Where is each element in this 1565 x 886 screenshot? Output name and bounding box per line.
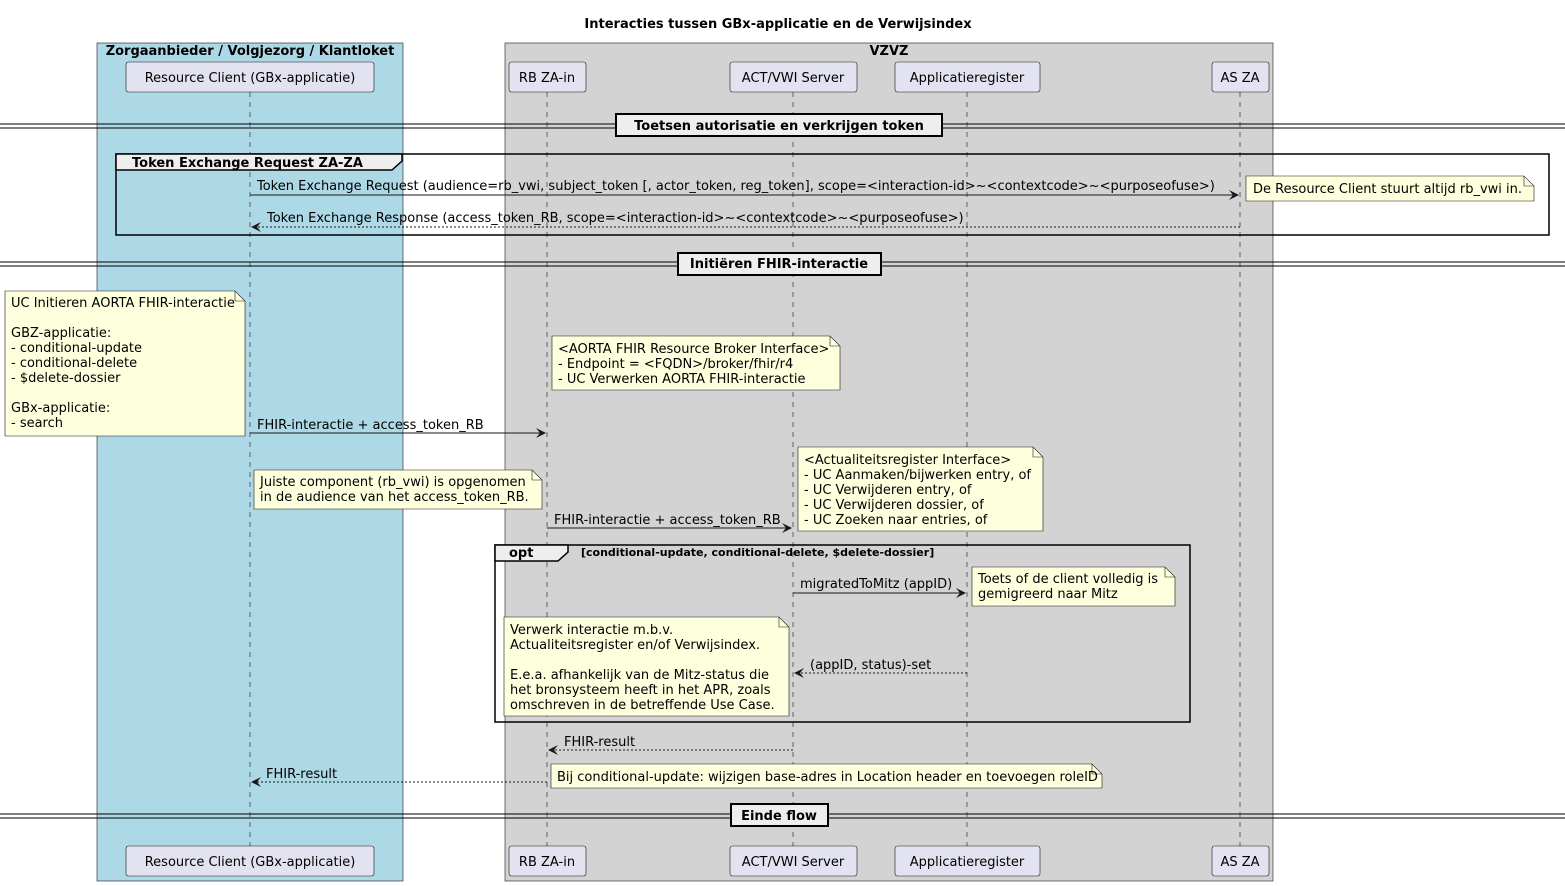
note-line: Bij conditional-update: wijzigen base-ad…: [557, 770, 1098, 785]
group-token-exchange: Token Exchange Request ZA-ZA: [115, 153, 1550, 236]
participant-resource-client-top: Resource Client (GBx-applicatie): [125, 61, 375, 93]
svg-text:ACT/VWI Server: ACT/VWI Server: [742, 71, 845, 86]
participant-rb-za-in-top: RB ZA-in: [508, 61, 587, 93]
participant-rb-za-in-bottom: RB ZA-in: [508, 845, 587, 877]
participant-as-za-bottom: AS ZA: [1211, 845, 1270, 877]
svg-text:Token Exchange Response (acces: Token Exchange Response (access_token_RB…: [266, 211, 964, 226]
note-line: - conditional-delete: [11, 356, 137, 371]
svg-text:Token Exchange Request ZA-ZA: Token Exchange Request ZA-ZA: [132, 156, 363, 171]
note-line: Toets of de client volledig is: [977, 572, 1158, 587]
note-line: - UC Zoeken naar entries, of: [804, 513, 988, 528]
svg-text:ACT/VWI Server: ACT/VWI Server: [742, 855, 845, 870]
note-line: - UC Verwijderen dossier, of: [804, 498, 984, 513]
message-fhir-result-2: FHIR-result: [251, 767, 547, 787]
participant-app-reg-top: Applicatieregister: [894, 61, 1041, 93]
svg-text:migratedToMitz (appID): migratedToMitz (appID): [800, 577, 952, 592]
note-line: omschreven in de betreffende Use Case.: [510, 698, 775, 713]
svg-text:Resource Client (GBx-applicati: Resource Client (GBx-applicatie): [145, 71, 356, 86]
svg-text:Resource Client (GBx-applicati: Resource Client (GBx-applicatie): [145, 855, 356, 870]
note-line: - $delete-dossier: [11, 371, 121, 386]
note-line: E.e.a. afhankelijk van de Mitz-status di…: [510, 668, 769, 683]
note-line: - UC Verwerken AORTA FHIR-interactie: [558, 372, 806, 387]
divider-initieren-fhir: Initiëren FHIR-interactie: [0, 252, 1565, 276]
svg-text:FHIR-interactie + access_token: FHIR-interactie + access_token_RB: [554, 513, 781, 528]
message-fhir-result-1: FHIR-result: [548, 735, 793, 755]
svg-text:opt: opt: [509, 546, 533, 561]
note-verwerk: Verwerk interactie m.b.v.Actualiteitsreg…: [503, 616, 790, 717]
svg-text:<Actualiteitsregister Interfac: <Actualiteitsregister Interface>- UC Aan…: [804, 453, 1031, 528]
svg-text:Token Exchange Request (audien: Token Exchange Request (audience=rb_vwi,…: [256, 179, 1215, 194]
svg-text:UC Initieren AORTA FHIR-intera: UC Initieren AORTA FHIR-interactieGBZ-ap…: [11, 296, 235, 431]
svg-text:AS ZA: AS ZA: [1220, 71, 1259, 86]
svg-text:Applicatieregister: Applicatieregister: [910, 71, 1025, 86]
note-line: - Endpoint = <FQDN>/broker/fhir/r4: [558, 357, 793, 372]
divider-einde-flow: Einde flow: [0, 803, 1565, 827]
message-token-exchange-response: Token Exchange Response (access_token_RB…: [251, 211, 1240, 232]
group-opt: opt [conditional-update, conditional-del…: [494, 544, 1191, 723]
note-line: UC Initieren AORTA FHIR-interactie: [11, 296, 235, 311]
note-line: GBZ-applicatie:: [11, 326, 111, 341]
note-line: Actualiteitsregister en/of Verwijsindex.: [510, 638, 760, 653]
svg-text:[conditional-update, condition: [conditional-update, conditional-delete,…: [581, 546, 934, 559]
note-location: Bij conditional-update: wijzigen base-ad…: [550, 763, 1103, 789]
note-line: - conditional-update: [11, 341, 142, 356]
note-line: - search: [11, 416, 63, 431]
svg-text:Einde flow: Einde flow: [741, 809, 817, 824]
diagram-title: Interacties tussen GBx-applicatie en de …: [584, 17, 972, 32]
note-rb-vwi: De Resource Client stuurt altijd rb_vwi …: [1245, 175, 1535, 202]
note-line: GBx-applicatie:: [11, 401, 110, 416]
svg-text:FHIR-result: FHIR-result: [266, 767, 337, 782]
note-rb-interface: <AORTA FHIR Resource Broker Interface>- …: [551, 335, 841, 391]
participant-app-reg-bottom: Applicatieregister: [894, 845, 1041, 877]
message-migrated-to-mitz: migratedToMitz (appID): [793, 577, 966, 598]
note-line: - UC Verwijderen entry, of: [804, 483, 972, 498]
note-line: De Resource Client stuurt altijd rb_vwi …: [1253, 182, 1522, 197]
svg-text:RB ZA-in: RB ZA-in: [519, 71, 575, 86]
note-line: gemigreerd naar Mitz: [978, 587, 1118, 602]
svg-text:Toetsen autorisatie en verkrij: Toetsen autorisatie en verkrijgen token: [634, 119, 924, 134]
participant-as-za-top: AS ZA: [1211, 61, 1270, 93]
svg-text:Bij conditional-update: wijzig: Bij conditional-update: wijzigen base-ad…: [557, 770, 1098, 785]
participant-resource-client-bottom: Resource Client (GBx-applicatie): [125, 845, 375, 877]
box-zorgaanbieder-label: Zorgaanbieder / Volgjezorg / Klantloket: [106, 44, 395, 59]
note-line: in de audience van het access_token_RB.: [260, 490, 529, 505]
divider-toetsen-autorisatie: Toetsen autorisatie en verkrijgen token: [0, 113, 1565, 137]
note-act-interface: <Actualiteitsregister Interface>- UC Aan…: [797, 446, 1044, 532]
svg-text:Applicatieregister: Applicatieregister: [910, 855, 1025, 870]
message-fhir-interactie-2: FHIR-interactie + access_token_RB: [547, 513, 792, 533]
svg-text:AS ZA: AS ZA: [1220, 855, 1259, 870]
message-token-exchange-request: Token Exchange Request (audience=rb_vwi,…: [250, 179, 1239, 200]
svg-text:RB ZA-in: RB ZA-in: [519, 855, 575, 870]
svg-text:Toets of de client volledig is: Toets of de client volledig isgemigreerd…: [977, 572, 1158, 602]
note-line: Verwerk interactie m.b.v.: [510, 623, 673, 638]
box-vzvz-label: VZVZ: [870, 44, 909, 59]
svg-text:<AORTA FHIR Resource Broker In: <AORTA FHIR Resource Broker Interface>- …: [558, 342, 829, 387]
svg-text:Verwerk interactie m.b.v.Actua: Verwerk interactie m.b.v.Actualiteitsreg…: [510, 623, 775, 713]
svg-text:Juiste component (rb_vwi) is o: Juiste component (rb_vwi) is opgenomenin…: [259, 475, 529, 505]
svg-text:FHIR-result: FHIR-result: [564, 735, 635, 750]
svg-text:De Resource Client stuurt alti: De Resource Client stuurt altijd rb_vwi …: [1253, 182, 1522, 197]
note-line: Juiste component (rb_vwi) is opgenomen: [259, 475, 526, 490]
note-line: - UC Aanmaken/bijwerken entry, of: [804, 468, 1031, 483]
message-appid-status-set: (appID, status)-set: [794, 658, 967, 678]
participant-act-vwi-top: ACT/VWI Server: [729, 61, 858, 93]
note-line: het bronsysteem heeft in het APR, zoals: [510, 683, 771, 698]
participant-act-vwi-bottom: ACT/VWI Server: [729, 845, 858, 877]
svg-text:(appID, status)-set: (appID, status)-set: [810, 658, 931, 673]
message-fhir-interactie-1: FHIR-interactie + access_token_RB: [250, 418, 546, 438]
note-line: <AORTA FHIR Resource Broker Interface>: [558, 342, 829, 357]
note-line: <Actualiteitsregister Interface>: [804, 453, 1011, 468]
svg-text:Initiëren FHIR-interactie: Initiëren FHIR-interactie: [690, 257, 868, 272]
svg-text:FHIR-interactie + access_token: FHIR-interactie + access_token_RB: [257, 418, 484, 433]
